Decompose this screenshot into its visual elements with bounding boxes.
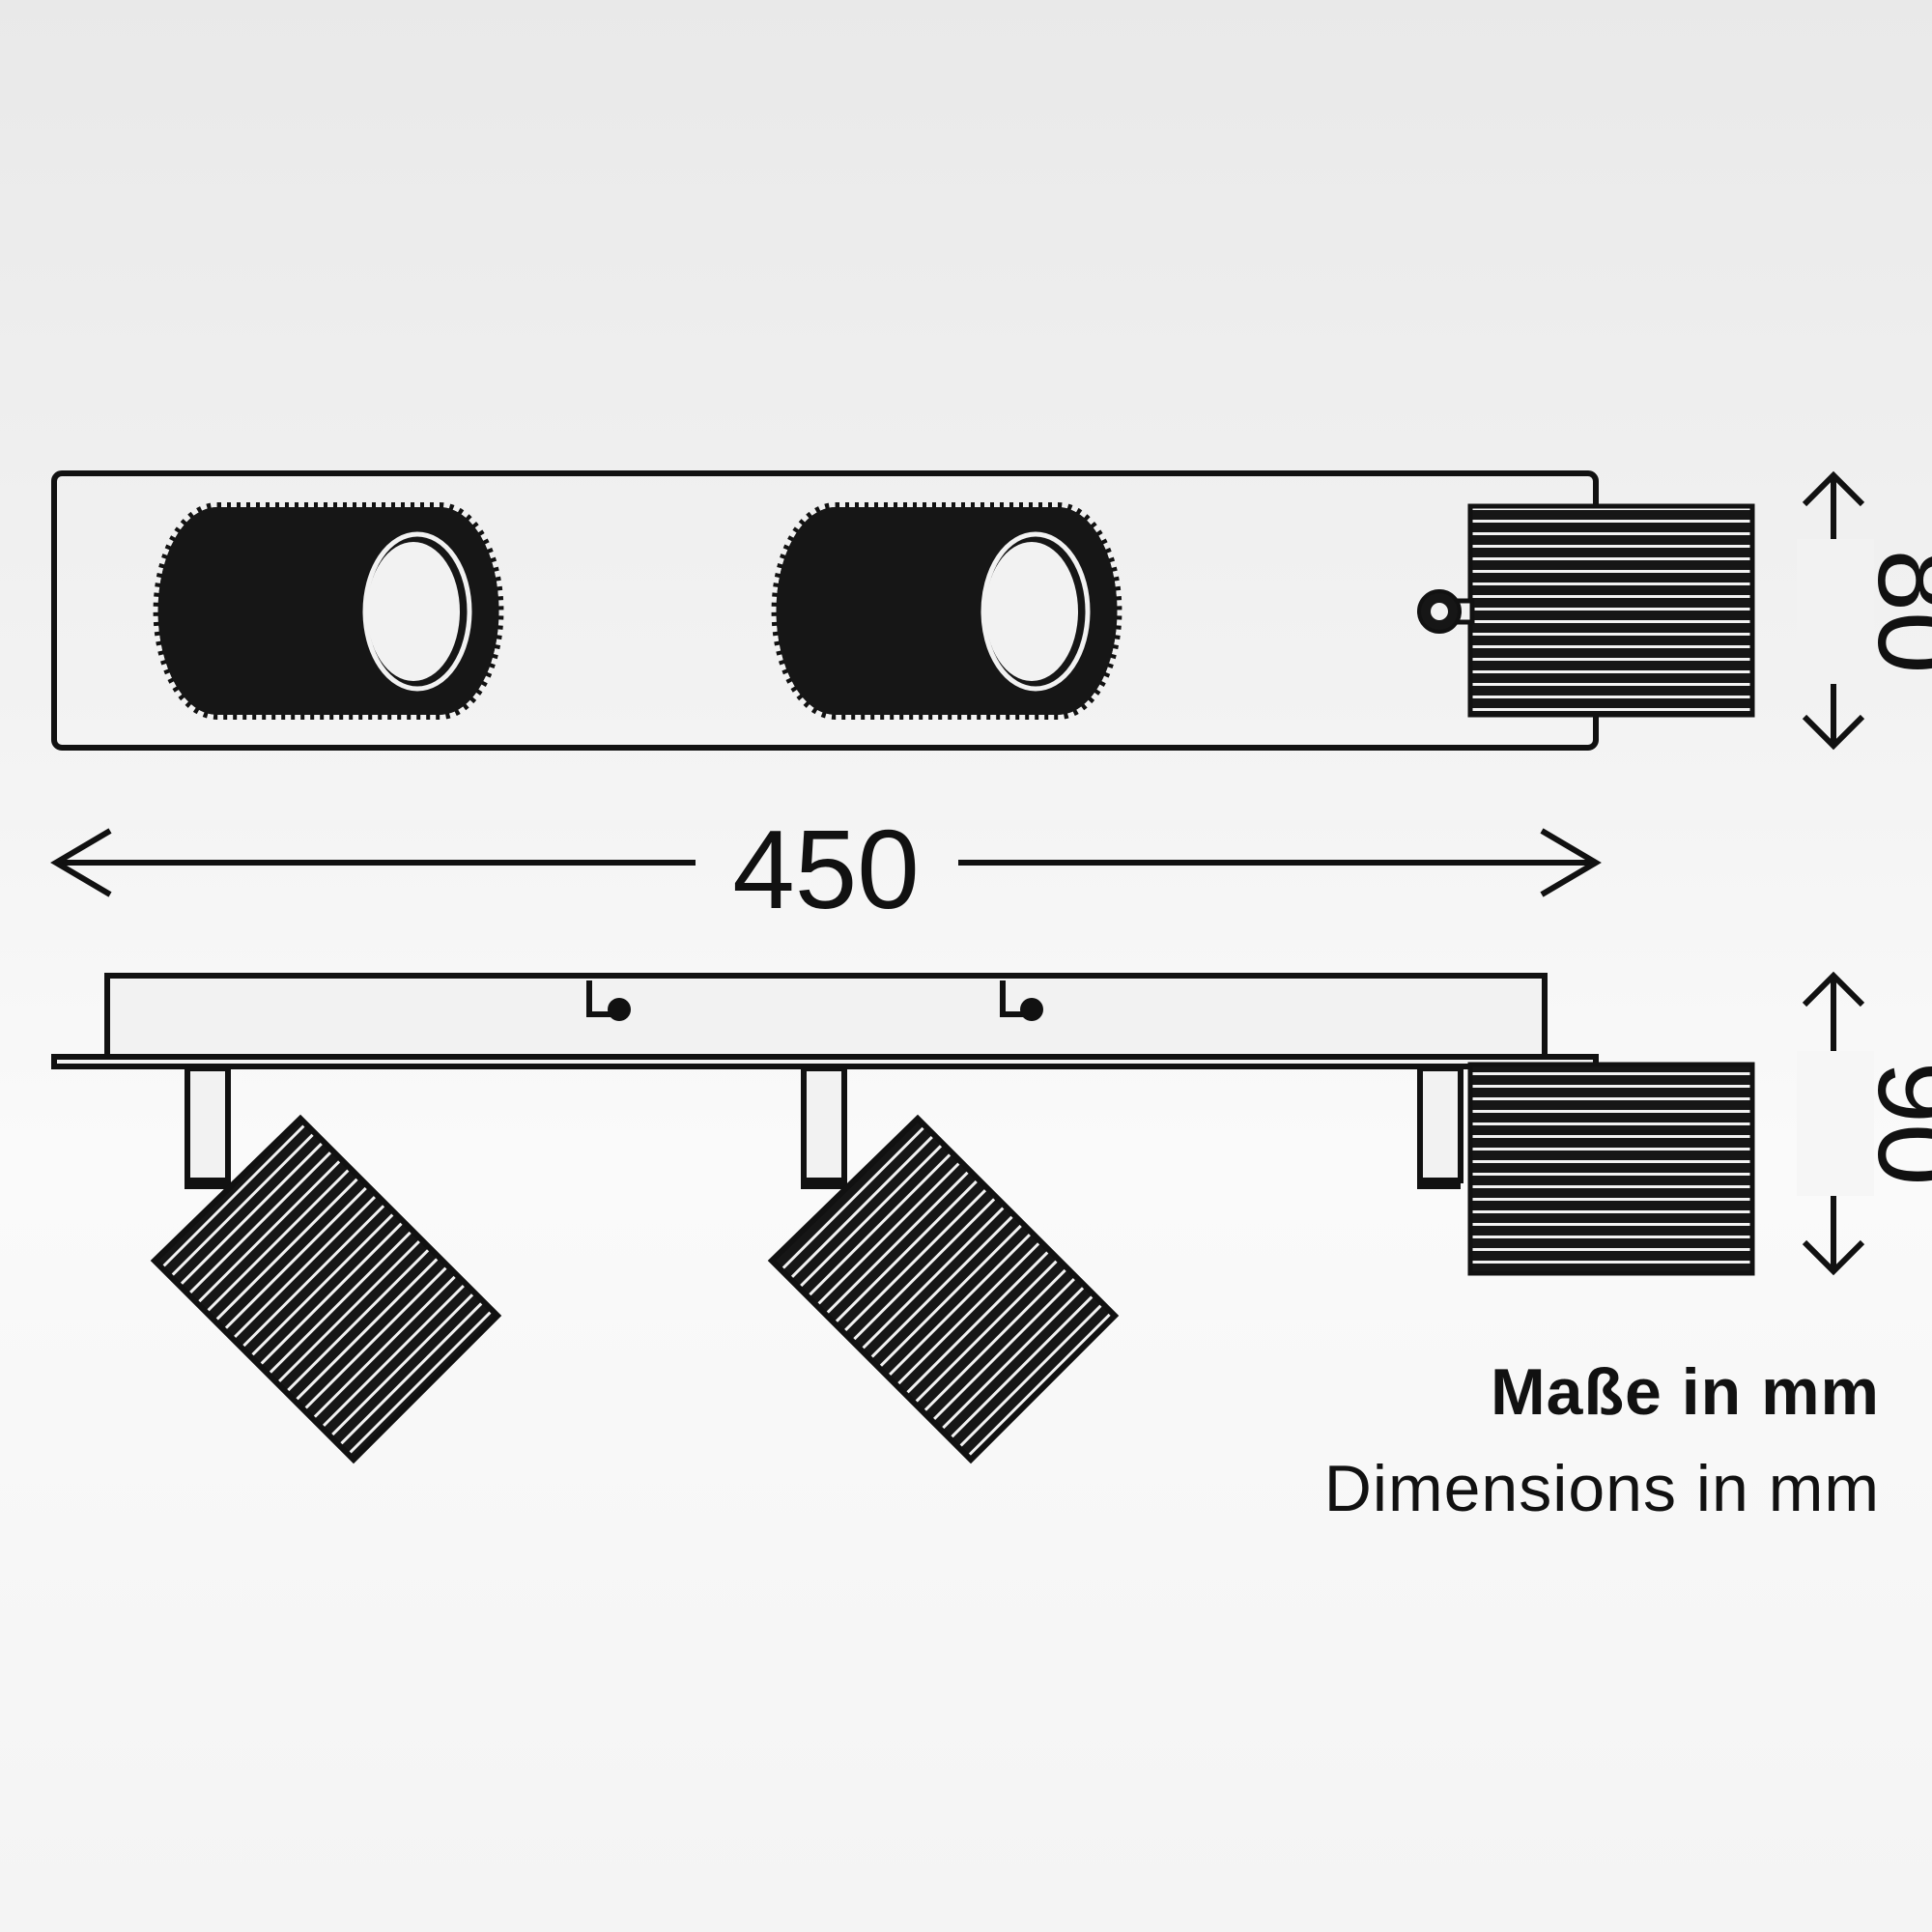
screw-2 xyxy=(1000,980,1043,1021)
caption-german: Maße in mm xyxy=(1491,1355,1880,1429)
height-dimension-side: 90 xyxy=(1797,971,1932,1276)
width-label: 450 xyxy=(732,807,920,932)
rail xyxy=(51,1054,1599,1069)
side-view: 90 xyxy=(51,971,1932,1464)
spot-top-2 xyxy=(771,502,1122,720)
width-dimension: 450 xyxy=(50,807,1602,932)
spot-side-2 xyxy=(767,1065,1120,1464)
height-label-top: 80 xyxy=(1855,549,1932,673)
mounting-base xyxy=(104,973,1548,1060)
height-dimension-top: 80 xyxy=(1797,470,1932,751)
screw-1 xyxy=(586,980,631,1021)
top-view: 80 xyxy=(51,470,1932,751)
spot-side-3 xyxy=(1417,1062,1755,1276)
spot-top-3 xyxy=(1417,503,1755,718)
spot-side-1 xyxy=(150,1065,502,1464)
spot-top-1 xyxy=(153,502,504,720)
caption-english: Dimensions in mm xyxy=(1323,1452,1880,1525)
height-label-side: 90 xyxy=(1855,1061,1932,1185)
